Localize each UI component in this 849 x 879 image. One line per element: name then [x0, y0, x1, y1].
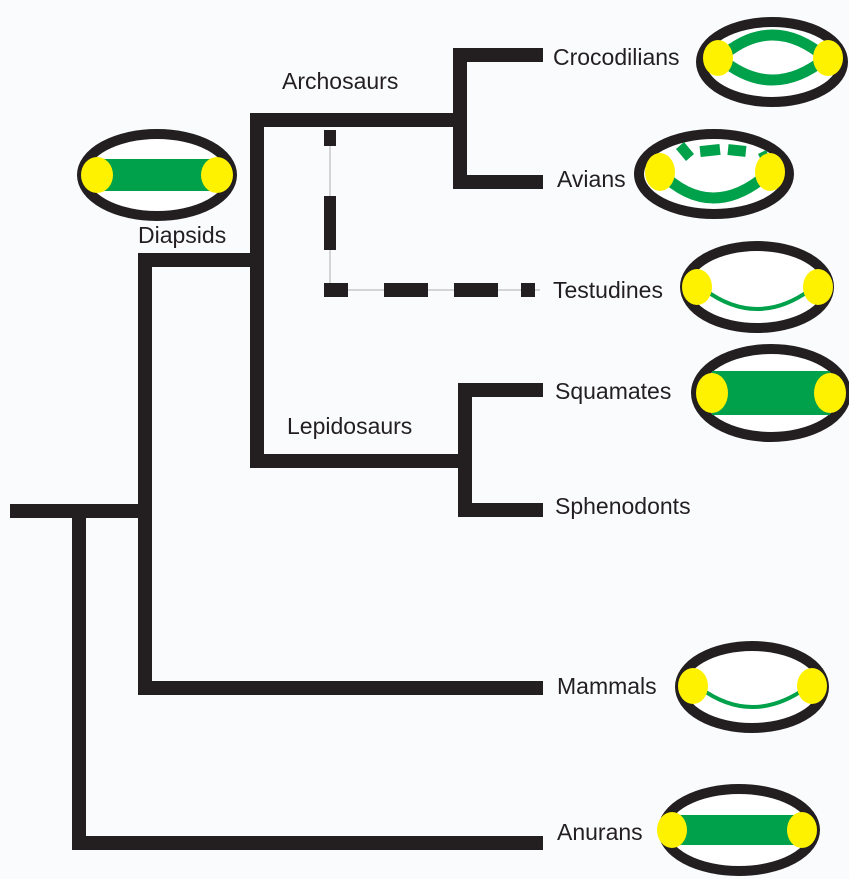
- anuran-skull-icon: [657, 784, 820, 876]
- avian-skull-icon: [634, 129, 794, 219]
- mammal-skull-icon: [675, 641, 829, 733]
- branch-testudines-dashed: [324, 130, 540, 297]
- taxon-label-sphenodonts: Sphenodonts: [555, 493, 691, 519]
- crocodilian-skull-icon: [696, 17, 848, 107]
- squamate-skull-icon: [691, 344, 849, 442]
- clade-label-diapsids: Diapsids: [138, 222, 226, 248]
- taxon-label-avians: Avians: [557, 166, 626, 192]
- branch-diapsids: [138, 253, 257, 511]
- clade-label-lepidosaurs: Lepidosaurs: [287, 413, 412, 439]
- diapsid-skull-icon: [77, 129, 237, 221]
- testudine-skull-icon: [680, 241, 834, 333]
- taxon-label-testudines: Testudines: [553, 277, 663, 303]
- taxon-label-squamates: Squamates: [555, 378, 671, 404]
- branch-mammals: [138, 511, 543, 695]
- taxon-label-crocodilians: Crocodilians: [553, 44, 680, 70]
- tree-branches: [10, 48, 543, 850]
- taxon-label-anurans: Anurans: [557, 819, 643, 845]
- taxon-label-mammals: Mammals: [557, 673, 657, 699]
- clade-label-archosaurs: Archosaurs: [282, 68, 398, 94]
- branch-anurans: [72, 511, 543, 850]
